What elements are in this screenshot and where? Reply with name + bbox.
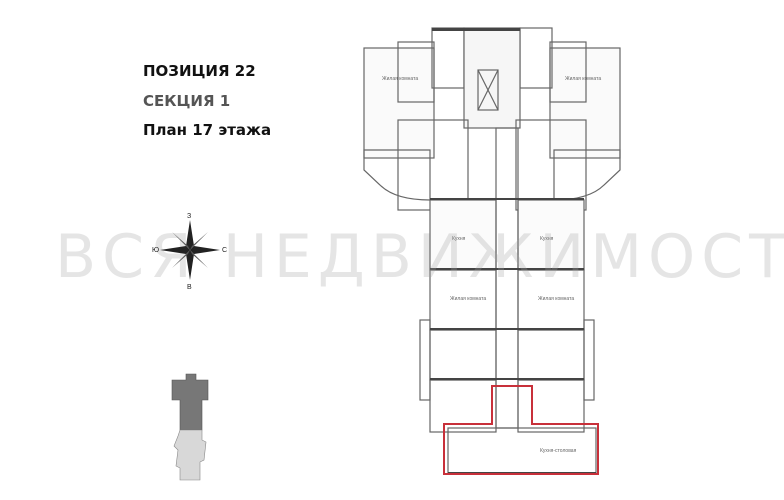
svg-text:Жилая комната: Жилая комната xyxy=(565,76,601,82)
svg-text:Жилая комната: Жилая комната xyxy=(450,296,486,302)
highlighted-apartment-outline xyxy=(443,385,599,475)
plan-title-position: ПОЗИЦИЯ 22 xyxy=(143,62,256,80)
compass-east: С xyxy=(222,247,227,254)
svg-text:Жилая комната: Жилая комната xyxy=(538,296,574,302)
svg-text:Жилая комната: Жилая комната xyxy=(382,76,418,82)
compass-west: Ю xyxy=(152,247,159,254)
compass-south: В xyxy=(187,284,192,290)
svg-text:Кухня: Кухня xyxy=(452,236,466,242)
building-key-plan xyxy=(171,373,209,481)
plan-title-section: СЕКЦИЯ 1 xyxy=(143,92,231,110)
plan-title-floor: План 17 этажа xyxy=(143,121,272,139)
svg-text:Кухня-столовая: Кухня-столовая xyxy=(540,448,577,454)
compass-rose-icon: З В Ю С xyxy=(152,213,227,290)
svg-text:Кухня: Кухня xyxy=(540,236,554,242)
compass-north: З xyxy=(187,213,191,220)
